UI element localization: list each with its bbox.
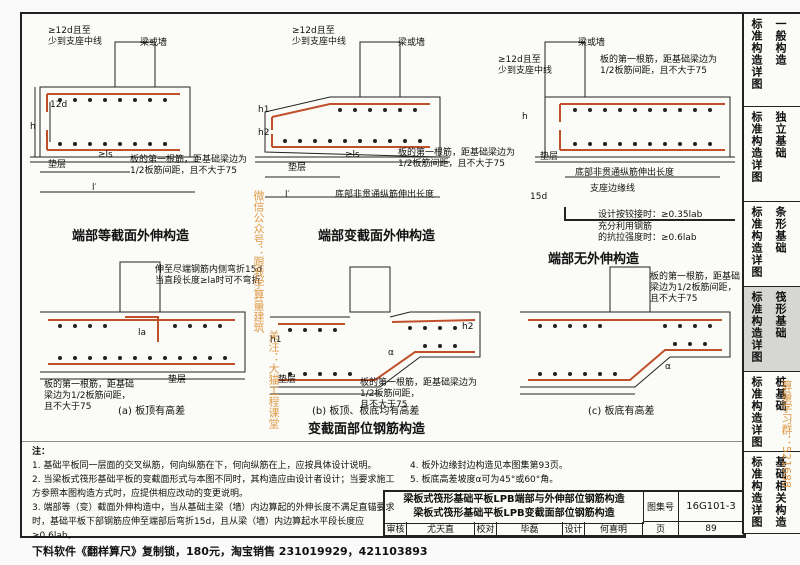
h2-label-b: h2 (462, 322, 474, 332)
first-bar-note-left: 板的第一根筋，距基础梁边为 1/2板筋间距，且不大于75 (130, 155, 248, 176)
dim-12d-label: 12d (50, 100, 68, 110)
sidebar-prefix-raft: 标准构造详图 (750, 291, 763, 363)
end-no-extension-diagram (535, 41, 735, 221)
notes-block: 注： 1. 基础平板同一层面的交叉纵筋，何向纵筋在下，何向纵筋在上，应按具体设计… (32, 445, 592, 543)
sidebar-prefix-related: 标准构造详图 (750, 456, 763, 528)
subcaption-a: (a) 板顶有高差 (118, 406, 186, 417)
wall-label-left: 梁或墙 (140, 38, 168, 48)
notes-header: 注： (32, 447, 51, 457)
design-hinge-label: 设计按铰接时：≥0.35lab (598, 210, 703, 220)
title-end-no-extension: 端部无外伸构造 (548, 252, 640, 267)
first-bar-note-right: 板的第一根筋，距基础梁边为 1/2板筋间距，且不大于75 (600, 55, 718, 76)
watermark-1: 微信公众号：跟我学算量建筑 (252, 190, 265, 333)
sidebar-label-pile: 桩基础 (774, 376, 787, 412)
cushion-label-a: 垫层 (168, 375, 187, 385)
wall-label-mid: 梁或墙 (398, 38, 426, 48)
variable-section-c-diagram (520, 266, 731, 395)
h1-label-b: h1 (270, 335, 282, 345)
cushion-label-right: 垫层 (540, 152, 559, 162)
title-end-variable-section: 端部变截面外伸构造 (318, 229, 436, 244)
note-2: 2. 当梁板式筏形基础平板的变截面形式与本图不同时，其构造应由设计者设计；当要求… (32, 475, 395, 499)
watermark-2: 关注：大猫工程课堂 (267, 330, 280, 429)
title-end-equal-section: 端部等截面外伸构造 (72, 229, 190, 244)
l-prime-label-mid: l′ (285, 190, 290, 200)
first-bar-note-c: 板的第一根筋，距基础 梁边为1/2板筋间距， 且不大于75 (650, 272, 741, 304)
dim-h-label-left: h (30, 122, 36, 132)
cushion-label-mid: 垫层 (288, 163, 307, 173)
title-block-main: 梁板式筏形基础平板LPB端部与外伸部位钢筋构造 梁板式筏形基础平板LPB变截面部… (385, 492, 644, 524)
sidebar-prefix-strip: 标准构造详图 (750, 206, 763, 278)
sidebar-prefix-general: 标准构造详图 (750, 18, 763, 90)
subcaption-c: (c) 板底有高差 (588, 406, 655, 417)
checker-name: 毕磊 (497, 522, 563, 536)
support-edge-label: 支座边缘线 (590, 184, 636, 194)
sidebar-tab-raft[interactable]: 标准构造详图 筏形基础 (742, 287, 800, 372)
sidebar-tab-strip[interactable]: 标准构造详图 条形基础 (742, 202, 800, 287)
atlas-label: 图集号 (643, 492, 679, 522)
bend-note-bottom: 伸至尽端钢筋内侧弯折15d 当直段长度≥la时可不弯折 (155, 265, 263, 286)
sidebar-tab-pile[interactable]: 标准构造详图 桩基础 (742, 372, 800, 452)
wall-label-right: 梁或墙 (578, 38, 606, 48)
note-3: 3. 端部等（变）截面外伸构造中，当从基础主梁（墙）内边算起的外伸长度不满足直锚… (32, 503, 395, 541)
designer-name: 何喜明 (585, 522, 643, 536)
footer-ad: 下料软件《翻样算尺》复制锁，180元，淘宝销售 231019929，421103… (32, 545, 428, 558)
title-variable-section: 变截面部位钢筋构造 (308, 422, 426, 437)
sidebar-label-isolated: 独立基础 (774, 111, 787, 159)
sidebar-label-strip: 条形基础 (774, 206, 787, 254)
rebar-detail-drawings (20, 41, 742, 442)
watermark-3: 算量学习群：521688 (780, 380, 793, 488)
anchor-length-label-mid: ≥12d且至 少到支座中线 (292, 26, 347, 47)
title-block: 梁板式筏形基础平板LPB端部与外伸部位钢筋构造 梁板式筏形基础平板LPB变截面部… (383, 490, 744, 536)
sidebar-tab-related[interactable]: 标准构造详图 基础相关构造 (742, 452, 800, 534)
dim-h2-label-mid: h2 (258, 128, 270, 138)
cushion-label-left: 垫层 (48, 160, 67, 170)
dim-h1-label-mid: h1 (258, 105, 270, 115)
subcaption-b: (b) 板顶、板底均有高差 (312, 406, 420, 417)
sidebar-tab-general[interactable]: 标准构造详图 一般构造 (742, 12, 800, 107)
design-label: 设计 (563, 522, 585, 536)
sidebar-label-related: 基础相关构造 (774, 456, 787, 528)
main-title-1: 梁板式筏形基础平板LPB端部与外伸部位钢筋构造 (403, 494, 625, 505)
section-sidebar: 标准构造详图 一般构造 标准构造详图 独立基础 标准构造详图 条形基础 标准构造… (742, 12, 800, 534)
sidebar-label-raft: 筏形基础 (774, 291, 787, 339)
page-number: 89 (679, 522, 744, 536)
drawing-frame (20, 12, 746, 538)
review-label: 审核 (385, 522, 407, 536)
anchor-length-label-left: ≥12d且至 少到支座中线 (48, 26, 103, 47)
sidebar-tab-isolated[interactable]: 标准构造详图 独立基础 (742, 107, 800, 202)
full-tension-label: 充分利用钢筋 的抗拉强度时：≥0.6lab (598, 222, 697, 243)
first-bar-note-a: 板的第一根筋，距基础 梁边为1/2板筋间距， 且不大于75 (44, 380, 135, 412)
alpha-label-b: α (388, 348, 394, 358)
sidebar-prefix-pile: 标准构造详图 (750, 376, 763, 448)
dim-15d-label: 15d (530, 192, 548, 202)
note-1: 1. 基础平板同一层面的交叉纵筋，何向纵筋在下，何向纵筋在上，应按具体设计说明。 (32, 461, 377, 471)
sidebar-prefix-isolated: 标准构造详图 (750, 111, 763, 183)
dim-h-label-right: h (522, 112, 528, 122)
note-4: 4. 板外边缘封边构造见本图集第93页。 (410, 461, 568, 471)
reviewer-name: 尤天直 (407, 522, 475, 536)
la-label-a: la (138, 328, 147, 338)
rebar-length-label-mid: 底部非贯通纵筋伸出长度 (335, 190, 435, 200)
main-title-2: 梁板式筏形基础平板LPB变截面部位钢筋构造 (413, 508, 615, 519)
sidebar-label-general: 一般构造 (774, 18, 787, 66)
end-variable-section-diagram (255, 41, 450, 198)
end-equal-section-diagram (30, 41, 200, 193)
first-bar-note-mid: 板的第一根筋，距基础梁边为 1/2板筋间距，且不大于75 (398, 148, 516, 169)
cushion-label-b: 垫层 (278, 375, 297, 385)
alpha-label-c: α (665, 362, 671, 372)
variable-section-a-diagram (40, 261, 246, 380)
atlas-number: 16G101-3 (679, 492, 744, 522)
note-5: 5. 板底高差坡度α可为45°或60°角。 (410, 475, 559, 485)
rebar-length-label-right: 底部非贯通纵筋伸出长度 (575, 168, 675, 178)
ls-label-mid: ≥ls (345, 150, 360, 160)
ls-label-left: ≥ls (98, 150, 113, 160)
anchor-length-label-right: ≥12d且至 少到支座中线 (498, 55, 553, 76)
page-label: 页 (643, 522, 679, 536)
check-label: 校对 (475, 522, 497, 536)
variable-section-b-diagram (270, 266, 481, 395)
first-bar-note-b: 板的第一根筋，距基础梁边为 1/2板筋间距， 且不大于75 (360, 378, 478, 410)
l-prime-label-left: l′ (92, 183, 97, 193)
